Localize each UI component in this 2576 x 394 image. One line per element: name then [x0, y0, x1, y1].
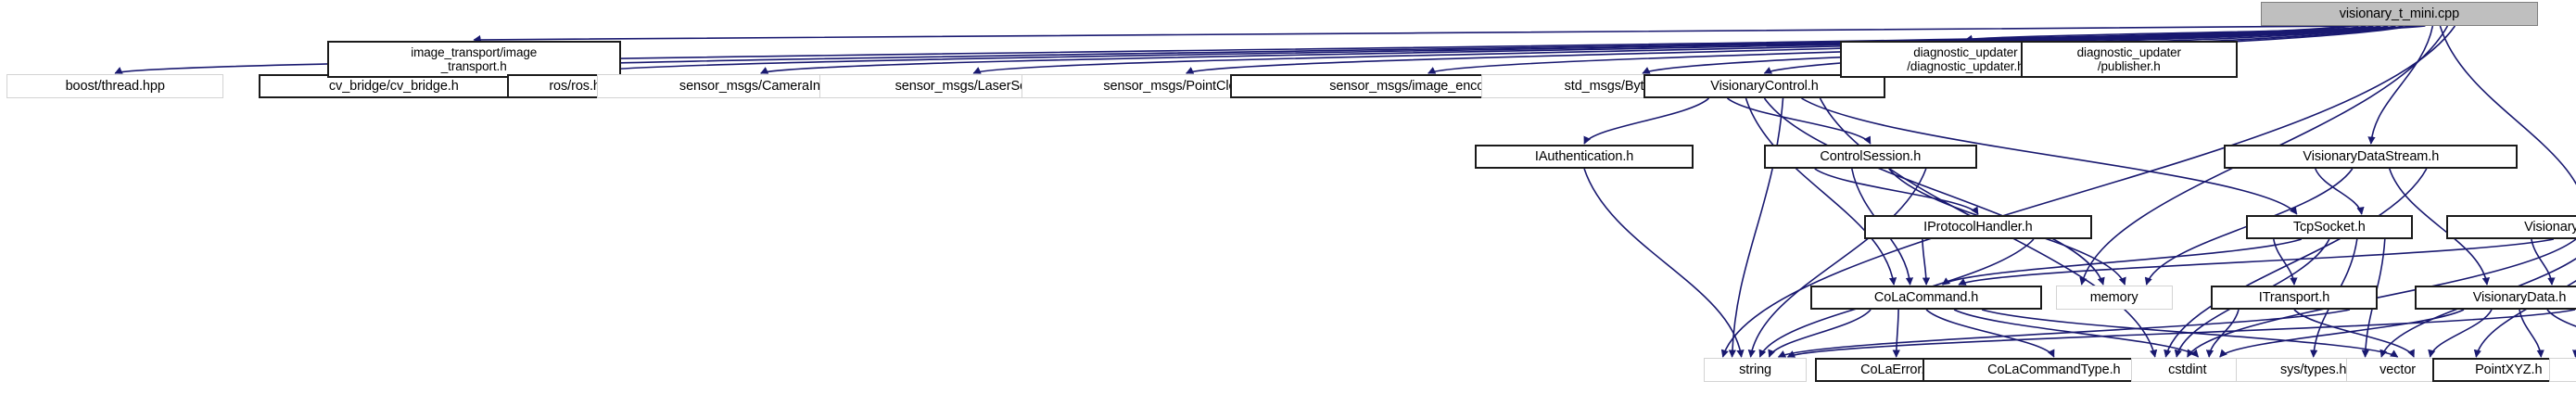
graph-node-control_session[interactable]: ControlSession.h [1763, 145, 1977, 169]
graph-edge [1583, 97, 1710, 145]
graph-node-label: VisionaryData.h [2472, 289, 2567, 305]
graph-node-boost_thread[interactable]: boost/thread.hpp [6, 74, 224, 98]
graph-edge [2315, 168, 2365, 215]
graph-edge [2127, 25, 2426, 43]
graph-edge [1728, 97, 1784, 358]
graph-edge [1814, 168, 1979, 215]
graph-edge [1925, 309, 2055, 358]
graph-node-iauth[interactable]: IAuthentication.h [1475, 145, 1694, 169]
graph-edge [2439, 25, 2576, 185]
graph-node-label: ITransport.h [2258, 289, 2330, 305]
graph-node-diag_publisher[interactable]: diagnostic_updater /publisher.h [2020, 41, 2238, 78]
graph-node-cv_bridge[interactable]: cv_bridge/cv_bridge.h [259, 74, 529, 98]
graph-edge [2531, 238, 2556, 286]
graph-edge [2546, 309, 2576, 327]
graph-edge [2428, 309, 2493, 358]
graph-edge [1892, 309, 1900, 358]
graph-node-label: image_transport/image _transport.h [411, 44, 538, 73]
graph-edge [1745, 97, 1897, 286]
graph-edge [1726, 97, 1872, 145]
graph-node-label: diagnostic_updater /publisher.h [2076, 44, 2181, 73]
graph-edge [1981, 309, 2399, 358]
graph-node-label: sensor_msgs/CameraInfo.h [679, 78, 843, 94]
graph-edge [2367, 25, 2434, 145]
graph-node-cstddef[interactable]: cstddef [2549, 358, 2576, 382]
graph-edge [1941, 238, 2303, 286]
graph-edge [1768, 309, 1872, 358]
graph-node-label: VisionaryDataStream.h [2303, 148, 2440, 164]
graph-node-laser_scan[interactable]: sensor_msgs/LaserScan.h [818, 74, 1128, 98]
graph-node-label: visionary_t_mini.cpp [2339, 6, 2460, 21]
graph-edge [1763, 97, 2105, 286]
graph-edge [1964, 25, 2418, 43]
graph-node-memory[interactable]: memory [2055, 286, 2173, 310]
graph-edge [473, 25, 2359, 44]
graph-edge [1747, 168, 1927, 358]
graph-node-itransport[interactable]: ITransport.h [2211, 286, 2378, 310]
graph-edge [1786, 309, 2576, 358]
graph-edge [1958, 238, 2555, 286]
graph-node-label: ControlSession.h [1820, 148, 1922, 164]
graph-node-label: string [1739, 362, 1772, 377]
graph-node-label: VisionaryTMiniData.h [2524, 219, 2576, 235]
graph-node-label: diagnostic_updater /diagnostic_updater.h [1907, 44, 2024, 73]
graph-node-label: cv_bridge/cv_bridge.h [328, 78, 459, 94]
graph-edge [1583, 168, 1745, 358]
graph-edge [2519, 309, 2544, 358]
graph-node-label: sensor_msgs/PointCloud2.h [1103, 78, 1270, 94]
graph-node-label: IProtocolHandler.h [1923, 219, 2033, 235]
graph-edge [2164, 168, 2428, 358]
graph-node-label: CoLaCommand.h [1873, 289, 1979, 305]
graph-node-label: sensor_msgs/image_encodings.h [1329, 78, 1528, 94]
graph-edge [2205, 309, 2240, 358]
graph-node-label: boost/thread.hpp [65, 78, 165, 94]
graph-node-label: CoLaError.h [1860, 362, 1933, 377]
graph-edge [2219, 309, 2465, 358]
graph-node-iprotocol[interactable]: IProtocolHandler.h [1863, 215, 2093, 239]
graph-node-label: cstdint [2168, 362, 2207, 377]
graph-node-tcp_socket[interactable]: TcpSocket.h [2245, 215, 2413, 239]
graph-node-label: vector [2379, 362, 2417, 377]
graph-edge [1922, 238, 1931, 286]
graph-node-label: VisionaryControl.h [1710, 78, 1819, 94]
graph-edge [1953, 309, 2200, 358]
graph-node-label: CoLaCommandType.h [1987, 362, 2121, 377]
graph-node-image_transport[interactable]: image_transport/image _transport.h [326, 41, 621, 78]
graph-node-label: IAuthentication.h [1534, 148, 1634, 164]
graph-node-string[interactable]: string [1703, 358, 1808, 382]
graph-node-label: ros/ros.h [549, 78, 601, 94]
graph-node-vis_datastream[interactable]: VisionaryDataStream.h [2224, 145, 2519, 169]
graph-node-label: sensor_msgs/LaserScan.h [895, 78, 1052, 94]
graph-node-cstdint[interactable]: cstdint [2130, 358, 2244, 382]
graph-node-label: TcpSocket.h [2292, 219, 2366, 235]
graph-node-cola_command[interactable]: CoLaCommand.h [1810, 286, 2043, 310]
graph-node-label: memory [2089, 289, 2138, 305]
graph-edge [2293, 309, 2415, 358]
graph-node-label: sys/types.h [2279, 362, 2347, 377]
graph-edge [1777, 309, 2351, 358]
graph-edge [2273, 238, 2298, 286]
graph-node-vis_tmini_data[interactable]: VisionaryTMiniData.h [2445, 215, 2576, 239]
graph-node-root[interactable]: visionary_t_mini.cpp [2261, 2, 2538, 26]
graph-node-vis_data[interactable]: VisionaryData.h [2414, 286, 2576, 310]
graph-node-label: PointXYZ.h [2475, 362, 2543, 377]
